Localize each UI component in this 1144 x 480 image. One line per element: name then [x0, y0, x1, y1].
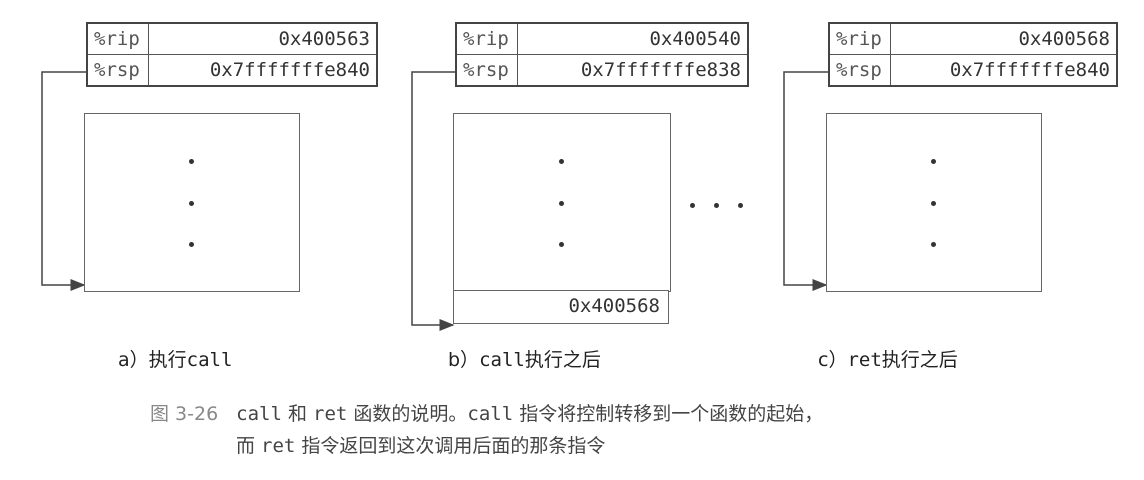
register-table-b: %rip 0x400540 %rsp 0x7fffffffe838 [455, 22, 749, 87]
rsp-arrow-b [411, 71, 455, 331]
register-value: 0x400540 [517, 22, 749, 55]
register-row-rip: %rip 0x400568 [828, 22, 1118, 55]
register-row-rip: %rip 0x400540 [455, 22, 749, 55]
caption-code: call [236, 403, 282, 425]
register-row-rsp: %rsp 0x7fffffffe840 [86, 54, 378, 87]
caption-prefix: c） [818, 349, 848, 371]
caption-code: ret [847, 349, 882, 371]
register-value: 0x400563 [148, 22, 378, 55]
register-name: %rip [86, 22, 149, 55]
register-table-a: %rip 0x400563 %rsp 0x7fffffffe840 [86, 22, 378, 87]
register-row-rsp: %rsp 0x7fffffffe840 [828, 54, 1118, 87]
caption-text: 和 [281, 403, 314, 425]
rsp-arrow-a [41, 71, 86, 291]
register-name: %rip [828, 22, 891, 55]
register-name: %rsp [455, 54, 518, 87]
caption-code: call [467, 403, 514, 425]
stack-dot [931, 159, 936, 164]
register-table-c: %rip 0x400568 %rsp 0x7fffffffe840 [828, 22, 1118, 87]
register-row-rsp: %rsp 0x7fffffffe838 [455, 54, 749, 87]
register-name: %rsp [828, 54, 891, 87]
stack-frame-a [84, 113, 300, 292]
stack-dot [559, 242, 564, 247]
caption-text: 而 [236, 435, 262, 457]
caption-code: call [479, 349, 525, 371]
register-name: %rip [455, 22, 518, 55]
stack-dot [931, 242, 936, 247]
register-value: 0x7fffffffe840 [148, 54, 378, 87]
stack-dot [931, 201, 936, 206]
caption-prefix: b） [448, 349, 480, 371]
ellipsis-dot [738, 203, 743, 208]
stack-dot [559, 159, 564, 164]
caption-text: 指令返回到这次调用后面的那条指令 [295, 435, 606, 457]
caption-code: ret [313, 403, 348, 425]
register-name: %rsp [86, 54, 149, 87]
caption-c: c）ret执行之后 [818, 345, 958, 372]
caption-suffix: 执行之后 [881, 349, 958, 371]
register-value: 0x400568 [890, 22, 1118, 55]
caption-code: call [186, 349, 233, 371]
stack-frame-c [826, 113, 1042, 292]
ellipsis-dot [714, 203, 719, 208]
caption-b: b）call执行之后 [448, 345, 601, 372]
ellipsis-dot [690, 203, 695, 208]
stack-dot [559, 201, 564, 206]
stack-dot [189, 159, 194, 164]
stack-return-address: 0x400568 [453, 290, 669, 324]
stack-frame-b [453, 113, 671, 292]
caption-a: a）执行call [118, 345, 232, 372]
caption-code: ret [261, 435, 296, 457]
rsp-arrow-c [783, 71, 828, 291]
caption-text: 指令将控制转移到一个函数的起始， [513, 403, 824, 425]
stack-dot [189, 201, 194, 206]
stack-dot [189, 242, 194, 247]
figure-caption-line-2: 而 ret 指令返回到这次调用后面的那条指令 [150, 430, 823, 462]
caption-prefix: a）执行 [118, 349, 187, 371]
caption-text: 函数的说明。 [347, 403, 468, 425]
figure-number: 图 3-26 [150, 403, 219, 425]
register-row-rip: %rip 0x400563 [86, 22, 378, 55]
register-value: 0x7fffffffe840 [890, 54, 1118, 87]
register-value: 0x7fffffffe838 [517, 54, 749, 87]
caption-suffix: 执行之后 [524, 349, 601, 371]
